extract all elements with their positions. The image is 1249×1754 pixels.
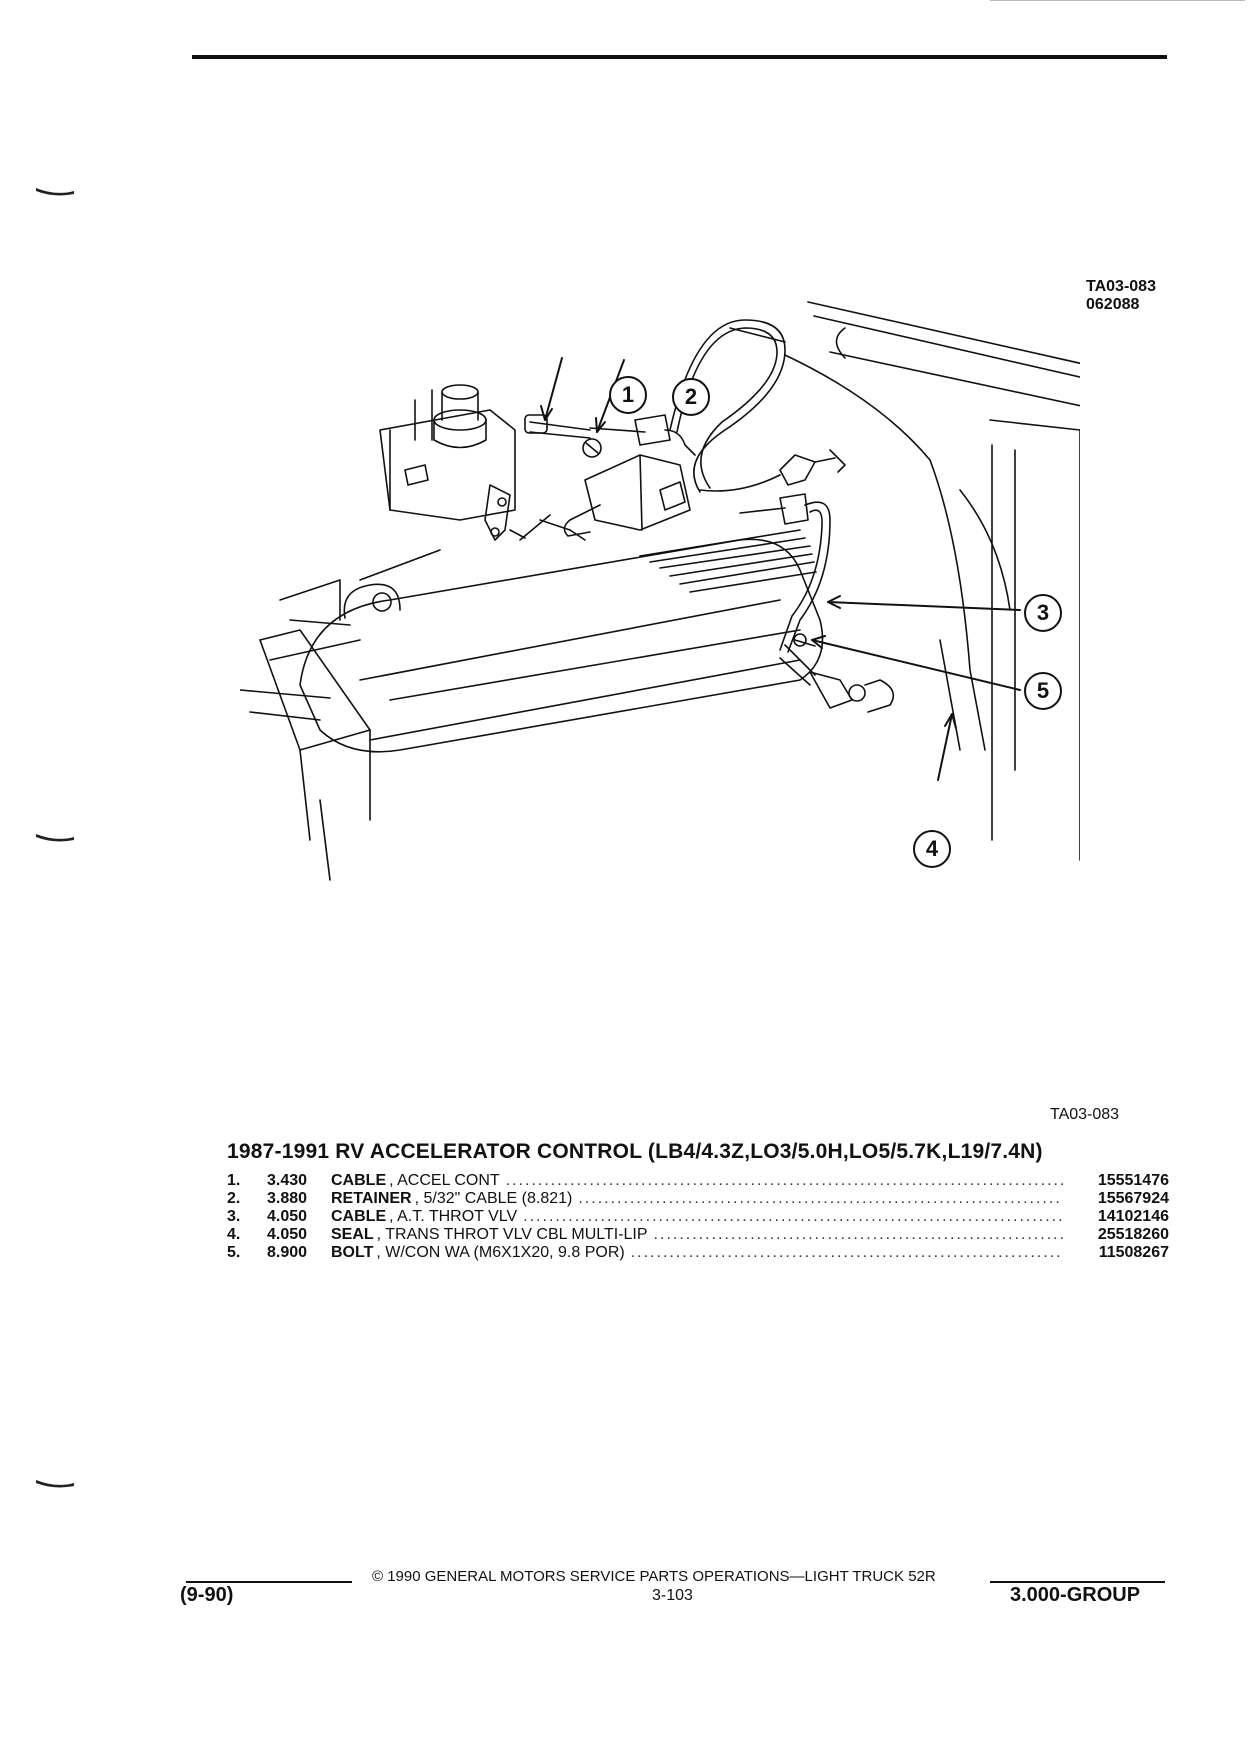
leader-dots [523, 1208, 1063, 1226]
accelerator-control-diagram [240, 301, 1080, 881]
part-name: BOLT [331, 1244, 374, 1261]
accel-cable [524, 319, 846, 493]
part-number: 25518260 [1097, 1226, 1169, 1243]
page-number: 3-103 [652, 1587, 693, 1604]
part-number-index: 3. [227, 1208, 241, 1225]
throttle-body [379, 384, 526, 541]
part-name: RETAINER [331, 1190, 412, 1207]
figure-reference: TA03-083 [1050, 1106, 1120, 1123]
callout-5-leader [811, 635, 1021, 691]
footer-rule-right [990, 1581, 1165, 1583]
binder-mark-middle [36, 834, 74, 842]
part-description: , A.T. THROT VLV [389, 1208, 518, 1225]
engine-block-lines [240, 549, 441, 721]
leader-dots [506, 1172, 1063, 1190]
figure-code-block: TA03-083 062088 [1086, 278, 1156, 314]
part-name: CABLE [331, 1208, 387, 1225]
valve-cover [299, 529, 824, 753]
part-name: CABLE [331, 1172, 387, 1189]
list-item: 1. 3.430 CABLE , ACCEL CONT 15551476 [227, 1172, 1169, 1190]
part-number: 11508267 [1098, 1244, 1169, 1261]
page-title: 1987-1991 RV ACCELERATOR CONTROL (LB4/4.… [227, 1140, 1043, 1163]
air-intake-duct [259, 629, 371, 881]
footer-copyright: © 1990 GENERAL MOTORS SERVICE PARTS OPER… [372, 1568, 936, 1585]
binder-mark-top [36, 188, 74, 196]
part-group: 4.050 [267, 1208, 308, 1225]
part-description: , ACCEL CONT [389, 1172, 500, 1189]
figure-code: TA03-083 [1086, 278, 1156, 295]
part-group: 3.880 [267, 1190, 308, 1207]
part-number-index: 2. [227, 1190, 241, 1207]
list-item: 2. 3.880 RETAINER , 5/32" CABLE (8.821) … [227, 1190, 1169, 1208]
list-item: 4. 4.050 SEAL , TRANS THROT VLV CBL MULT… [227, 1226, 1169, 1244]
part-group: 3.430 [267, 1172, 308, 1189]
binder-mark-bottom [36, 1480, 74, 1488]
part-description: , TRANS THROT VLV CBL MULTI-LIP [376, 1226, 648, 1243]
accel-cable-bracket [519, 454, 691, 541]
part-number-index: 4. [227, 1226, 241, 1243]
part-number: 15567924 [1097, 1190, 1169, 1207]
part-description: , W/CON WA (M6X1X20, 9.8 POR) [376, 1244, 625, 1261]
parts-list: 1. 3.430 CABLE , ACCEL CONT 15551476 2. … [227, 1172, 1169, 1262]
part-number: 15551476 [1097, 1172, 1169, 1189]
header-rule [192, 55, 1167, 59]
figure-date-code: 062088 [1086, 296, 1140, 313]
scan-edge-line [990, 0, 1245, 1]
callout-3-leader [827, 595, 1021, 611]
leader-dots [578, 1190, 1063, 1208]
part-name: SEAL [331, 1226, 374, 1243]
callout-1-leader [540, 357, 563, 421]
throttle-valve-cable [739, 493, 895, 713]
part-number-index: 5. [227, 1244, 241, 1261]
leader-dots [631, 1244, 1063, 1262]
fender-panel-lines [729, 301, 1080, 861]
part-description: , 5/32" CABLE (8.821) [414, 1190, 573, 1207]
callout-4-leader [937, 713, 957, 781]
callout-2-leader [595, 359, 625, 433]
part-group: 8.900 [267, 1244, 308, 1261]
footer-group: 3.000-GROUP [1010, 1584, 1141, 1606]
list-item: 5. 8.900 BOLT , W/CON WA (M6X1X20, 9.8 P… [227, 1244, 1169, 1262]
part-group: 4.050 [267, 1226, 308, 1243]
leader-dots [654, 1226, 1063, 1244]
footer-rule-left [186, 1581, 352, 1583]
list-item: 3. 4.050 CABLE , A.T. THROT VLV 14102146 [227, 1208, 1169, 1226]
part-number: 14102146 [1097, 1208, 1169, 1225]
part-number-index: 1. [227, 1172, 241, 1189]
footer-date: (9-90) [180, 1584, 234, 1606]
